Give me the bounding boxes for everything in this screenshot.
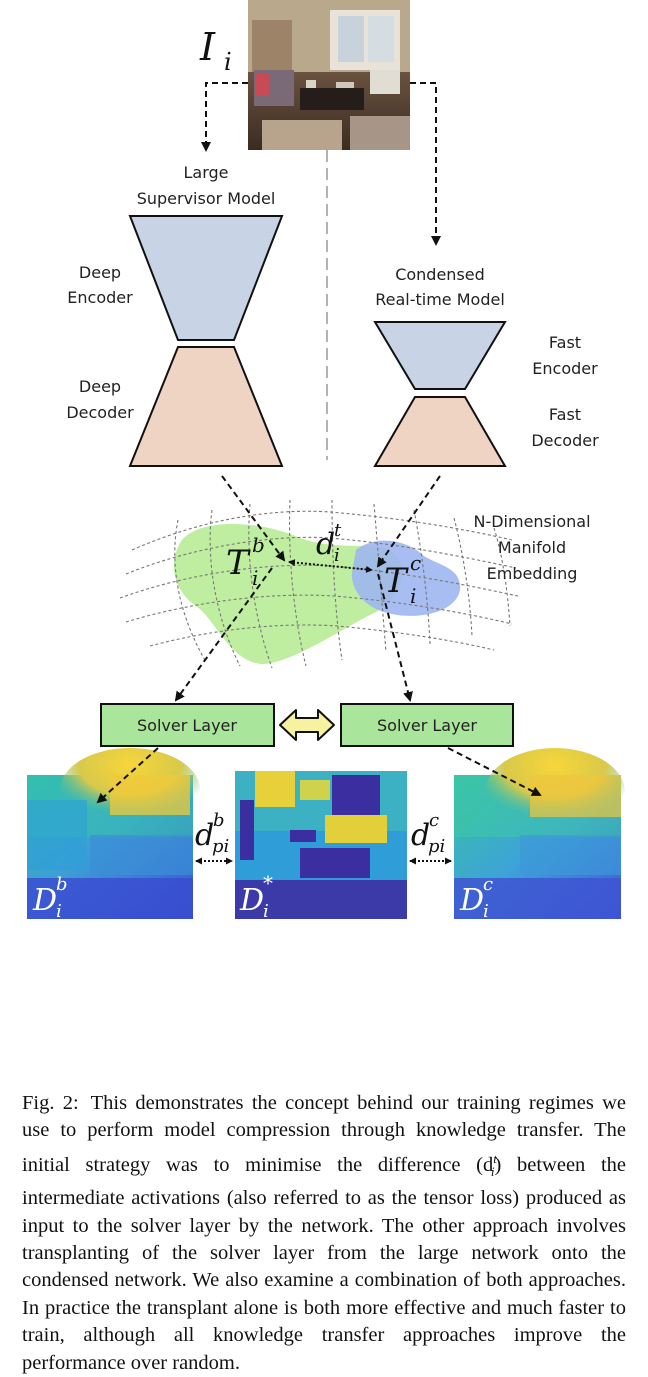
pixel-distance-b-sup: b <box>213 810 225 831</box>
supervisor-title-line2: Supervisor Model <box>137 189 276 208</box>
condensed-title-line2: Real-time Model <box>375 290 505 309</box>
manifold-label-line2: Manifold <box>498 538 566 557</box>
depth-c-sup: c <box>483 874 493 895</box>
left-solver-to-depth-arrow <box>96 747 159 804</box>
left-solver-layer <box>100 703 275 747</box>
pixel-distance-c-label: d c pi <box>408 810 452 857</box>
depth-b-sup: b <box>56 874 68 895</box>
tensor-b-label: T b i <box>226 533 265 590</box>
depth-gt-label: D * i <box>239 871 273 922</box>
input-to-condensed-arrow <box>410 82 441 246</box>
manifold-label-line3: Embedding <box>487 564 578 583</box>
pixel-distance-c-symbol: d <box>411 818 430 853</box>
supervisor-blob <box>173 524 403 664</box>
manifold-embedding <box>119 499 519 669</box>
deep-encoder-line1: Deep <box>79 263 121 282</box>
fast-decoder-line2: Decoder <box>531 431 599 450</box>
depth-map-supervisor <box>27 748 200 919</box>
caption-text-part1: This demonstrates the concept behind our… <box>22 1092 627 1176</box>
depth-c-sub: i <box>483 901 489 922</box>
pixel-distance-c-sub: pi <box>428 836 445 857</box>
condensed-to-manifold-arrow <box>376 475 441 568</box>
fast-encoder-line2: Encoder <box>532 359 598 378</box>
caption-text-part2: ) between the intermediate activations (… <box>22 1153 626 1374</box>
pixel-distance-b-sub: pi <box>212 836 229 857</box>
caption-text-sub: i <box>490 1163 495 1179</box>
tensor-b-symbol: T <box>226 543 251 583</box>
depth-gt-symbol: D <box>239 883 264 918</box>
tensor-c-sub: i <box>410 584 416 608</box>
tensor-distance-sub: i <box>334 545 340 566</box>
fast-encoder-line1: Fast <box>549 333 581 352</box>
left-solver-label: Solver Layer <box>137 716 237 735</box>
manifold-to-right-solver-arrow <box>377 573 413 702</box>
tensor-c-symbol: T <box>384 561 409 601</box>
pixel-distance-c-sup: c <box>429 810 439 831</box>
tensor-distance-symbol: d <box>316 527 335 562</box>
manifold-grid <box>119 499 519 669</box>
transplant-swap-arrow <box>279 709 335 741</box>
tensor-c-sup: c <box>410 551 421 575</box>
input-label: I i <box>199 25 232 76</box>
deep-encoder-line2: Encoder <box>67 288 133 307</box>
supervisor-to-manifold-arrow <box>221 475 286 562</box>
tensor-distance-sup: t <box>334 520 342 541</box>
deep-decoder-shape <box>128 346 284 467</box>
depth-map-ground-truth <box>235 771 407 919</box>
tensor-b-sub: i <box>252 566 258 590</box>
depth-gt-sup: * <box>263 871 273 895</box>
fast-encoder-shape <box>373 321 507 390</box>
depth-c-label: D c i <box>459 874 493 922</box>
right-solver-layer <box>340 703 514 747</box>
depth-gt-sub: i <box>263 901 269 922</box>
right-solver-to-depth-arrow <box>447 747 542 796</box>
input-symbol: I <box>199 25 216 69</box>
tensor-distance-label: d t i <box>316 520 342 566</box>
manifold-to-left-solver-arrow <box>174 567 273 702</box>
depth-b-symbol: D <box>32 883 57 918</box>
input-to-supervisor-arrow <box>201 82 248 152</box>
input-sub: i <box>224 48 232 76</box>
depth-c-symbol: D <box>459 883 484 918</box>
tensor-b-sup: b <box>252 533 265 557</box>
input-image <box>248 0 410 150</box>
tensor-c-label: T c i <box>384 551 421 608</box>
deep-decoder-line2: Decoder <box>66 403 134 422</box>
supervisor-title-line1: Large <box>183 163 228 182</box>
figure-caption: Fig. 2: This demonstrates the concept be… <box>22 1090 626 1377</box>
diagram: I i Large Supervisor Model Deep Encoder … <box>27 0 625 922</box>
tensor-distance-arrow <box>288 559 373 573</box>
caption-label: Fig. 2: <box>22 1092 79 1114</box>
depth-b-sub: i <box>56 901 62 922</box>
condensed-title-line1: Condensed <box>395 265 485 284</box>
deep-encoder-shape <box>128 215 284 341</box>
deep-decoder-line1: Deep <box>79 377 121 396</box>
fast-decoder-shape <box>373 396 507 467</box>
depth-map-condensed <box>454 748 625 919</box>
caption-text-sup: t <box>493 1150 497 1166</box>
pixel-distance-b-label: d b pi <box>193 810 235 857</box>
depth-b-label: D b i <box>32 874 68 922</box>
pixel-distance-b-symbol: d <box>195 818 214 853</box>
manifold-label-line1: N-Dimensional <box>473 512 590 531</box>
fast-decoder-line1: Fast <box>549 405 581 424</box>
right-solver-label: Solver Layer <box>377 716 477 735</box>
